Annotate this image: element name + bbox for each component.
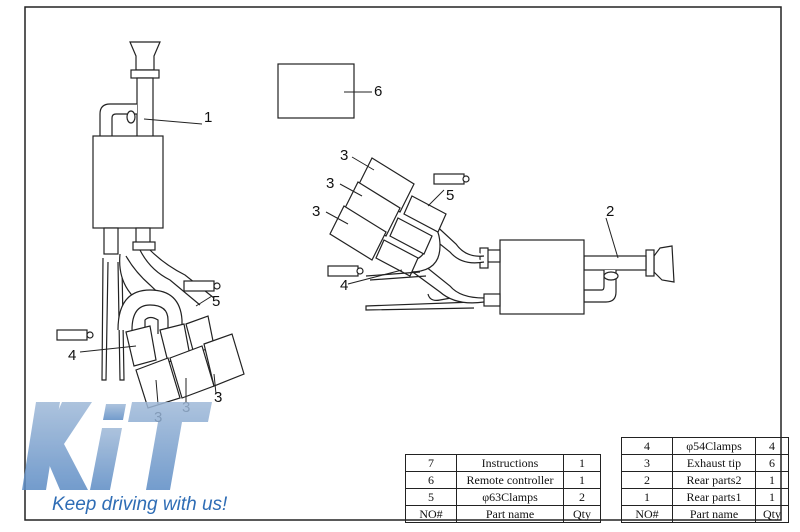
callout-1: 1 — [204, 109, 212, 126]
table-cell: Remote controller — [456, 471, 564, 489]
right-connector-3 — [375, 239, 419, 277]
table-cell: 6 — [405, 471, 457, 489]
callout-3-left-c: 3 — [214, 389, 222, 406]
table-cell: 1 — [755, 471, 789, 489]
table-cell: Instructions — [456, 454, 564, 472]
right-clamp-4-bolt — [356, 267, 364, 275]
table-cell: 1 — [755, 488, 789, 506]
left-muffler — [92, 135, 164, 229]
leader-lines — [79, 91, 619, 405]
callout-3-right-b: 3 — [326, 175, 334, 192]
callout-3-right-c: 3 — [312, 203, 320, 220]
table-row: 2 Rear parts2 1 — [621, 471, 789, 489]
right-clamp-outlet — [479, 247, 489, 269]
right-inlet-flange — [645, 249, 655, 277]
right-lower-hanger — [365, 271, 427, 281]
left-branch-pipes — [119, 249, 215, 321]
left-inlet-pipe — [136, 77, 154, 139]
callout-2: 2 — [606, 203, 614, 220]
left-exhaust-assembly — [92, 41, 245, 409]
table-cell: Exhaust tip — [672, 454, 756, 472]
table-cell: Rear parts1 — [672, 488, 756, 506]
table-header-row: NO# Part name Qty — [405, 505, 601, 523]
left-clamp-5 — [183, 280, 215, 292]
table-row: 4 φ54Clamps 4 — [621, 437, 789, 455]
table-row: 6 Remote controller 1 — [405, 471, 601, 489]
right-hanger-1 — [365, 301, 475, 311]
left-clamp-4 — [56, 329, 88, 341]
left-clamp-4-bolt — [86, 331, 94, 339]
header-no: NO# — [405, 505, 457, 523]
table-cell: 4 — [755, 437, 789, 455]
table-cell: Rear parts2 — [672, 471, 756, 489]
table-cell: 1 — [563, 454, 601, 472]
brand-tagline: Keep driving with us! — [52, 494, 228, 515]
table-cell: 5 — [405, 488, 457, 506]
right-pipe-end — [603, 271, 619, 281]
right-muffler — [499, 239, 585, 315]
callout-3-right-a: 3 — [340, 147, 348, 164]
parts-table-left: 7 Instructions 1 6 Remote controller 1 5… — [405, 454, 601, 523]
table-cell: 6 — [755, 454, 789, 472]
right-connector-2 — [389, 217, 433, 255]
left-tip-1 — [135, 357, 181, 409]
header-no: NO# — [621, 505, 673, 523]
right-branch-pipes — [409, 219, 485, 304]
table-cell: 7 — [405, 454, 457, 472]
kit-logo — [22, 402, 212, 490]
table-cell: 3 — [621, 454, 673, 472]
table-cell: 1 — [621, 488, 673, 506]
left-inlet-flange — [130, 69, 160, 79]
right-tip-1 — [357, 157, 415, 213]
right-clamp-5-bolt — [462, 175, 470, 183]
left-tip-3 — [203, 333, 245, 387]
left-clamp-5-bolt — [213, 282, 221, 290]
left-outlet-a — [103, 227, 119, 255]
table-cell: φ54Clamps — [672, 437, 756, 455]
table-cell: 2 — [563, 488, 601, 506]
right-inlet-cup — [653, 245, 675, 283]
right-clamp-5 — [433, 173, 465, 185]
right-clamps — [327, 173, 470, 277]
left-clamps — [56, 280, 221, 341]
table-row: 1 Rear parts1 1 — [621, 488, 789, 506]
drawing-border — [24, 6, 782, 521]
table-row: 7 Instructions 1 — [405, 454, 601, 472]
header-qty: Qty — [755, 505, 789, 523]
parts-table-right: 4 φ54Clamps 4 3 Exhaust tip 6 2 Rear par… — [621, 437, 789, 523]
right-connector-1 — [403, 195, 447, 233]
right-outlet-b — [483, 293, 501, 307]
callout-4-left: 4 — [68, 347, 76, 364]
table-cell: 1 — [563, 471, 601, 489]
left-pipe-end — [126, 110, 136, 124]
table-cell: φ63Clamps — [456, 488, 564, 506]
header-qty: Qty — [563, 505, 601, 523]
table-row: 5 φ63Clamps 2 — [405, 488, 601, 506]
remote-controller-box — [277, 63, 355, 119]
table-header-row: NO# Part name Qty — [621, 505, 789, 523]
left-hanger-1 — [101, 257, 109, 381]
right-inlet-pipe — [583, 255, 647, 271]
right-exhaust-assembly — [329, 157, 675, 315]
table-row: 3 Exhaust tip 6 — [621, 454, 789, 472]
right-tip-2 — [343, 181, 401, 237]
table-cell: 2 — [621, 471, 673, 489]
left-clamp-outlet — [132, 241, 156, 251]
header-part-name: Part name — [672, 505, 756, 523]
callout-4-right: 4 — [340, 277, 348, 294]
callout-5-left: 5 — [212, 293, 220, 310]
header-part-name: Part name — [456, 505, 564, 523]
left-connector-1 — [125, 325, 157, 367]
callout-5-right: 5 — [446, 187, 454, 204]
callout-6: 6 — [374, 83, 382, 100]
left-inlet-cup — [129, 41, 161, 71]
table-cell: 4 — [621, 437, 673, 455]
right-clamp-4 — [327, 265, 359, 277]
right-tip-3 — [329, 205, 387, 261]
